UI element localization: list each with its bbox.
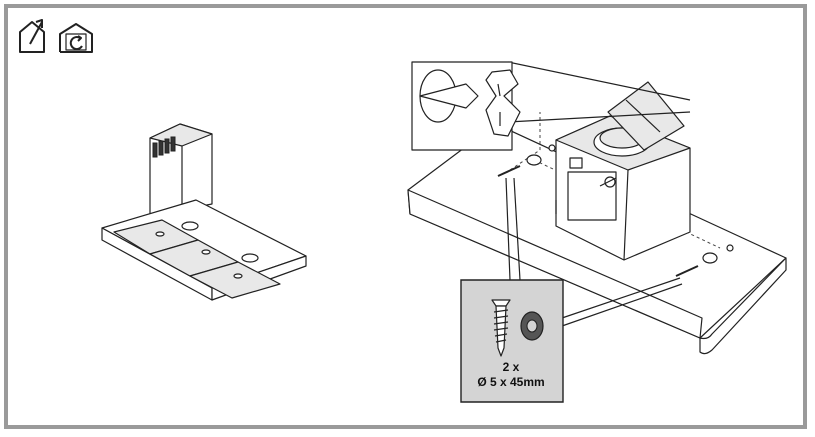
washer-icon bbox=[520, 311, 544, 341]
screw-spec-caption: 2 x Ø 5 x 45mm bbox=[461, 360, 561, 390]
duct-out-icon bbox=[19, 19, 45, 53]
wood-screw-icon bbox=[491, 299, 511, 357]
hood-mounting-illustration bbox=[407, 81, 787, 355]
screw-detail-callout bbox=[460, 177, 683, 403]
recirculation-icon bbox=[59, 23, 93, 53]
screw-quantity: 2 x bbox=[502, 360, 520, 374]
screwdriver-detail-callout bbox=[411, 61, 691, 151]
screw-dimensions: Ø 5 x 45mm bbox=[477, 375, 545, 389]
hood-overview-illustration bbox=[101, 123, 307, 301]
